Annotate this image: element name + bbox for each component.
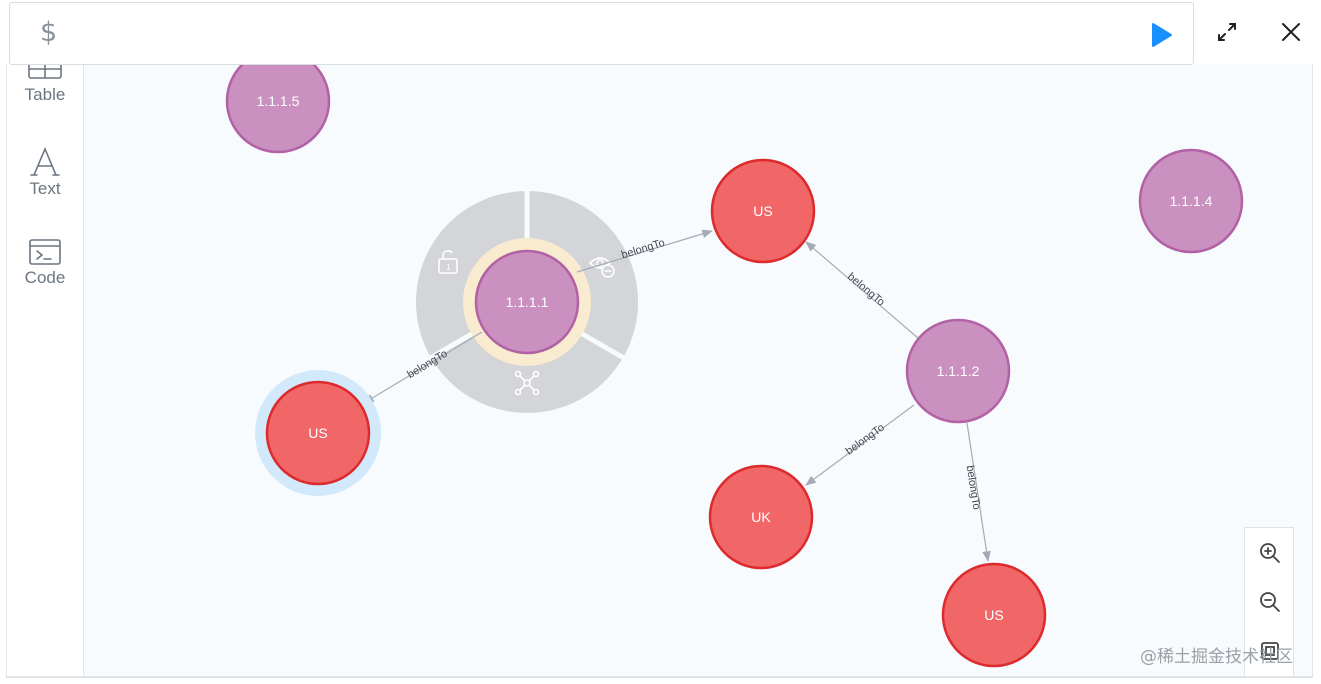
- graph-node-uk[interactable]: UK: [708, 464, 814, 570]
- run-button[interactable]: [1148, 21, 1174, 49]
- query-editor: $: [9, 2, 1194, 65]
- watermark: @稀土掘金技术社区: [1140, 647, 1293, 667]
- fullscreen-button[interactable]: [1213, 18, 1241, 46]
- node-label: 1.1.1.1: [506, 294, 549, 310]
- node-label: US: [753, 203, 772, 219]
- graph-canvas[interactable]: 1: [84, 64, 1312, 676]
- close-button[interactable]: [1277, 18, 1305, 46]
- node-label: US: [308, 425, 327, 441]
- node-label: US: [984, 607, 1003, 623]
- expand-arrows-icon: [1218, 23, 1236, 41]
- text-icon: [30, 146, 60, 176]
- hide-icon[interactable]: [588, 257, 615, 278]
- zoom-out-button[interactable]: [1257, 589, 1283, 615]
- sidebar-item-label: Table: [24, 85, 66, 104]
- node-label: 1.1.1.4: [1170, 193, 1213, 209]
- sidebar-item-label: Code: [24, 268, 66, 287]
- svg-text:1: 1: [446, 263, 451, 272]
- zoom-controls: [1244, 527, 1294, 676]
- view-sidebar: Table Text: [7, 64, 84, 676]
- node-label: UK: [751, 509, 771, 525]
- node-label: 1.1.1.5: [257, 93, 300, 109]
- graph-node-1.1.1.2[interactable]: 1.1.1.2: [905, 318, 1011, 424]
- close-icon: [1282, 23, 1300, 41]
- expand-icon[interactable]: [514, 370, 540, 396]
- query-input[interactable]: [80, 15, 1134, 55]
- fit-view-icon: [1261, 642, 1279, 660]
- edge-label: belongTo: [844, 422, 887, 458]
- edge-label: belongTo: [845, 271, 887, 309]
- table-icon: [28, 64, 62, 79]
- sidebar-item-label: Text: [29, 179, 61, 198]
- graph-node-1.1.1.5[interactable]: 1.1.1.5: [225, 64, 331, 154]
- sidebar-item-code[interactable]: Code: [7, 237, 83, 288]
- play-icon: [1152, 23, 1172, 47]
- code-icon: [29, 239, 61, 265]
- zoom-in-icon: [1260, 543, 1280, 563]
- graph-node-us-left[interactable]: US: [255, 370, 381, 496]
- edge-label: belongTo: [964, 465, 983, 511]
- edge-1112-us1[interactable]: belongTo: [805, 241, 919, 339]
- graph-node-1.1.1.4[interactable]: 1.1.1.4: [1138, 148, 1244, 254]
- sidebar-item-text[interactable]: Text: [7, 146, 83, 199]
- result-frame: Table Text: [6, 64, 1313, 678]
- zoom-in-button[interactable]: [1257, 540, 1283, 566]
- prompt-sign: $: [40, 17, 58, 48]
- fit-view-button[interactable]: [1257, 638, 1283, 664]
- edge-1112-us3[interactable]: belongTo: [964, 422, 991, 563]
- unlock-icon[interactable]: 1: [438, 250, 458, 274]
- nodes: 1.1.1.5 1.1.1.1 US US: [225, 64, 1244, 668]
- graph-node-1.1.1.1[interactable]: 1.1.1.1: [474, 249, 580, 355]
- graph-node-us-top[interactable]: US: [710, 158, 816, 264]
- edge-1112-uk[interactable]: belongTo: [805, 404, 915, 486]
- zoom-out-icon: [1260, 592, 1280, 612]
- edge-label: belongTo: [620, 237, 666, 262]
- node-label: 1.1.1.2: [937, 363, 980, 379]
- graph-svg: 1: [225, 64, 1244, 668]
- graph-node-us-bottom[interactable]: US: [941, 562, 1047, 668]
- sidebar-item-table[interactable]: Table: [7, 64, 83, 105]
